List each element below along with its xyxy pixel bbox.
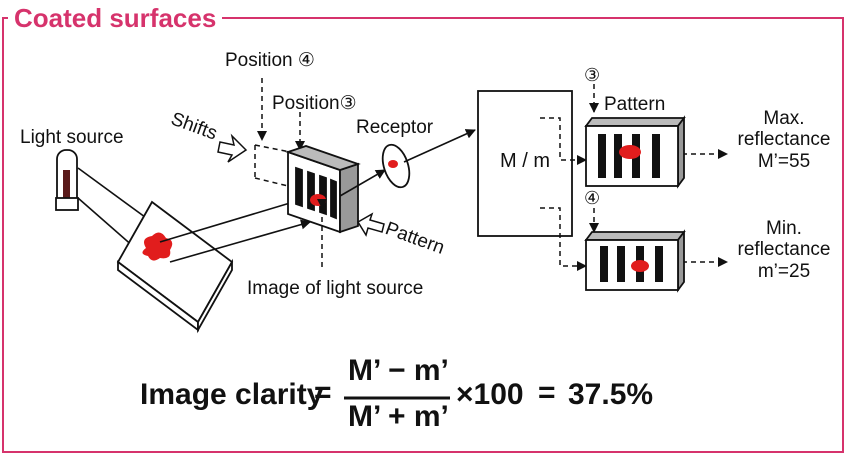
label-position-3: Position③ — [272, 93, 357, 114]
label-pattern-top: Pattern — [604, 94, 666, 115]
formula-name: Image clarity — [140, 378, 324, 411]
label-max-line2: reflectance — [737, 129, 831, 150]
marker-position-3: ③ — [584, 65, 601, 85]
analyzer-outputs — [540, 84, 728, 271]
label-receptor: Receptor — [356, 117, 434, 138]
label-max-line1: Max. — [763, 108, 805, 129]
page-title: Coated surfaces — [8, 2, 223, 34]
coated-sample — [116, 200, 234, 334]
label-light-source: Light source — [20, 127, 124, 148]
analyzer-box-label: M / m — [500, 150, 550, 172]
formula-numerator: M’ − m’ — [348, 354, 449, 387]
label-image-of-light-source: Image of light source — [247, 278, 424, 299]
frame-border — [2, 17, 844, 453]
pattern-position-4-outline — [254, 78, 305, 187]
spot-min — [631, 260, 649, 272]
light-bulb-icon — [55, 149, 79, 211]
pattern-min — [584, 229, 686, 293]
pattern-plate — [285, 145, 361, 234]
label-min-value: m’=25 — [757, 261, 811, 282]
reflection-spot — [142, 232, 173, 261]
marker-position-4: ④ — [584, 188, 601, 208]
formula-multiplier: ×100 — [456, 378, 524, 411]
reflected-beam — [159, 197, 311, 263]
label-min-line2: reflectance — [737, 239, 831, 260]
label-min-line1: Min. — [766, 218, 802, 239]
receptor — [381, 143, 411, 189]
pattern-arrow-icon — [356, 212, 385, 237]
shifts-arrow-icon — [217, 133, 248, 163]
spot-max — [619, 145, 641, 159]
formula-denominator: M’ + m’ — [348, 400, 449, 433]
signal-to-analyzer — [403, 129, 476, 163]
label-max-value: M’=55 — [757, 151, 811, 172]
formula-equals-2: = — [538, 376, 556, 409]
pattern-light-spot — [310, 194, 326, 206]
formula-result: 37.5% — [568, 378, 654, 411]
analyzer-box — [477, 90, 573, 237]
beam-to-receptor — [339, 169, 386, 197]
label-position-4: Position ④ — [225, 50, 315, 71]
formula-equals: = — [314, 376, 332, 409]
